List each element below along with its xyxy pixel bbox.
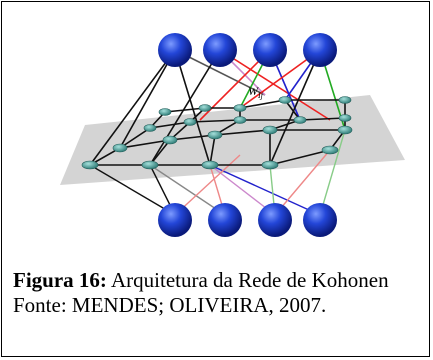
bottom-neuron	[258, 203, 292, 237]
top-neurons	[158, 33, 337, 67]
figure-source: Fonte: MENDES; OLIVEIRA, 2007.	[13, 293, 327, 317]
kohonen-diagram: WIj	[60, 33, 405, 237]
map-nodes	[81, 96, 353, 170]
top-neuron	[303, 33, 337, 67]
figure-title: Arquitetura da Rede de Kohonen	[111, 268, 389, 292]
top-neuron	[203, 33, 237, 67]
bottom-neuron	[158, 203, 192, 237]
top-neuron	[158, 33, 192, 67]
weight-label: WIj	[248, 84, 264, 100]
top-neuron	[253, 33, 287, 67]
bottom-neuron	[208, 203, 242, 237]
figure-caption: Figura 16: Arquitetura da Rede de Kohone…	[13, 268, 423, 318]
bottom-neuron	[303, 203, 337, 237]
bottom-neurons	[158, 203, 337, 237]
figure-number: Figura 16:	[13, 268, 107, 292]
